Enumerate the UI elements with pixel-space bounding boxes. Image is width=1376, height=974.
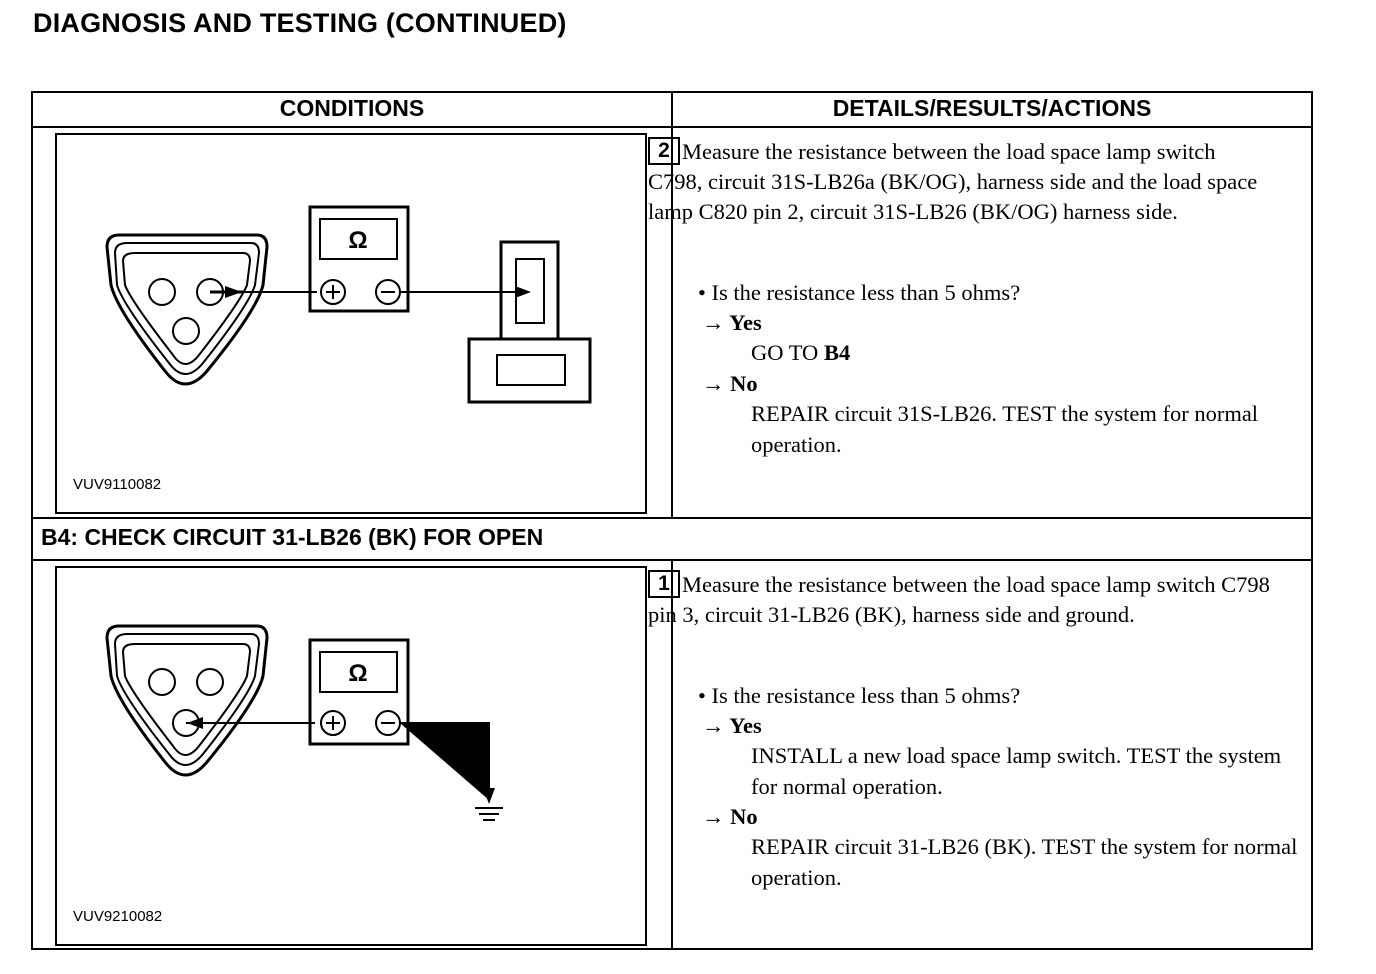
no-action: REPAIR circuit 31S-LB26. TEST the system…: [751, 401, 1259, 457]
column-divider: [671, 93, 673, 519]
section-divider: [33, 559, 1311, 561]
question-text: • Is the resistance less than 5 ohms?: [698, 280, 1021, 305]
load-space-lamp-icon: [467, 240, 592, 404]
ohm-symbol: Ω: [348, 660, 367, 687]
connector-icon: [105, 624, 269, 777]
goto-link-b4[interactable]: B4: [823, 340, 851, 365]
figure-id: VUV9110082: [73, 476, 162, 493]
diagnosis-table: CONDITIONS DETAILS/RESULTS/ACTIONS Ω: [31, 91, 1313, 950]
figure-id: VUV9210082: [73, 908, 163, 925]
step-instruction-text: Measure the resistance between the load …: [648, 572, 1270, 627]
ground-icon: [475, 807, 503, 821]
wiring-diagram-switch-to-ground: Ω: [105, 624, 503, 821]
connector-icon: [105, 233, 269, 386]
step-number-badge: 1: [648, 570, 680, 598]
figure-b4-step1: Ω VUV9210082: [55, 566, 647, 946]
yes-label: → Yes: [702, 713, 762, 738]
column-header-conditions: CONDITIONS: [279, 95, 425, 121]
header-divider: [33, 126, 1311, 128]
no-action: REPAIR circuit 31-LB26 (BK). TEST the sy…: [751, 834, 1298, 890]
yes-label: → Yes: [702, 310, 762, 335]
section-heading-b4: B4: CHECK CIRCUIT 31-LB26 (BK) FOR OPEN: [41, 524, 544, 550]
column-divider: [671, 560, 673, 948]
ohm-symbol: Ω: [348, 227, 367, 254]
column-header-details: DETAILS/RESULTS/ACTIONS: [832, 95, 1152, 121]
question-text: • Is the resistance less than 5 ohms?: [698, 683, 1021, 708]
no-label: → No: [702, 371, 758, 396]
wiring-diagram-switch-to-lamp: Ω: [105, 205, 592, 404]
section-divider: [33, 517, 1311, 519]
step-number-badge: 2: [648, 137, 680, 165]
yes-action-prefix: GO TO: [751, 340, 824, 365]
no-label: → No: [702, 804, 758, 829]
figure-b3-step2: Ω VUV9110082: [55, 133, 647, 514]
step-instruction-text: Measure the resistance between the load …: [648, 139, 1258, 224]
yes-action: INSTALL a new load space lamp switch. TE…: [751, 743, 1282, 799]
ohmmeter-icon: Ω: [308, 205, 410, 313]
ohmmeter-icon: Ω: [308, 638, 410, 746]
yes-action: GO TO B4: [751, 338, 1311, 369]
page-title: DIAGNOSIS AND TESTING (CONTINUED): [33, 8, 567, 38]
